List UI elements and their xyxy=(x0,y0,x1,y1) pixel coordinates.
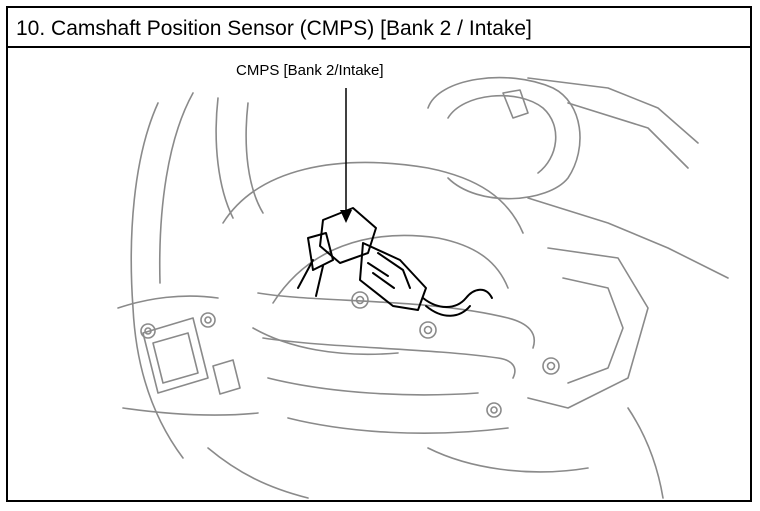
cmps-callout-label: CMPS [Bank 2/Intake] xyxy=(236,62,384,79)
left-component-face xyxy=(152,332,199,384)
intake-pipe-lower xyxy=(272,234,509,304)
pulley-bolt-slot xyxy=(502,89,529,119)
cmps-connector xyxy=(359,242,427,311)
bracket-lower xyxy=(527,197,729,279)
pulley-inner xyxy=(447,94,557,174)
left-bracket xyxy=(117,295,219,309)
lower-pipe-top xyxy=(257,292,535,349)
right-block-outline xyxy=(527,247,649,409)
callout-arrowhead xyxy=(340,210,352,223)
valve-cover-rib xyxy=(245,102,264,214)
valve-cover-edge xyxy=(215,97,234,219)
intake-pipe-upper xyxy=(222,161,524,234)
cmps-connector-lock xyxy=(377,252,411,289)
lower-right-edge xyxy=(627,407,664,499)
bolt-5 xyxy=(140,323,156,339)
side-connector xyxy=(212,359,241,395)
diagram-frame: 10. Camshaft Position Sensor (CMPS) [Ban… xyxy=(6,6,752,502)
lower-casting-3 xyxy=(427,447,589,473)
title-bar: 10. Camshaft Position Sensor (CMPS) [Ban… xyxy=(8,8,750,48)
cmps-sensor xyxy=(297,207,493,317)
engine-drawing xyxy=(117,76,729,499)
lower-casting-1 xyxy=(267,377,479,396)
left-component-box xyxy=(142,317,209,394)
bolt-2 xyxy=(419,321,437,339)
engine-illustration: CMPS [Bank 2/Intake] xyxy=(8,48,750,500)
cmps-mount-leg-2 xyxy=(315,265,324,297)
cmps-wire xyxy=(422,288,493,308)
bolt-4 xyxy=(200,312,216,328)
page-title: 10. Camshaft Position Sensor (CMPS) [Ban… xyxy=(16,17,532,40)
pulley-outer xyxy=(427,76,581,200)
engine-outline-left-inner xyxy=(158,92,194,284)
bracket-rib xyxy=(567,102,689,169)
bolt-6 xyxy=(486,402,502,418)
cmps-sensor-body xyxy=(319,207,377,264)
cmps-sensor-flange xyxy=(307,232,334,271)
cmps-connector-detail xyxy=(367,262,395,289)
lower-left-edge xyxy=(207,447,309,499)
bolt-1 xyxy=(351,291,369,309)
bolt-3 xyxy=(542,357,560,375)
left-bracket-2 xyxy=(122,407,259,416)
cmps-wire-2 xyxy=(425,305,471,317)
intake-pipe-front xyxy=(252,327,399,356)
engine-outline-left xyxy=(130,102,184,459)
cmps-mount-leg-1 xyxy=(297,259,314,289)
bracket-top-right xyxy=(527,77,699,144)
right-block-inner xyxy=(562,277,624,384)
lower-pipe-bottom xyxy=(262,337,516,379)
lower-casting-2 xyxy=(287,417,509,434)
